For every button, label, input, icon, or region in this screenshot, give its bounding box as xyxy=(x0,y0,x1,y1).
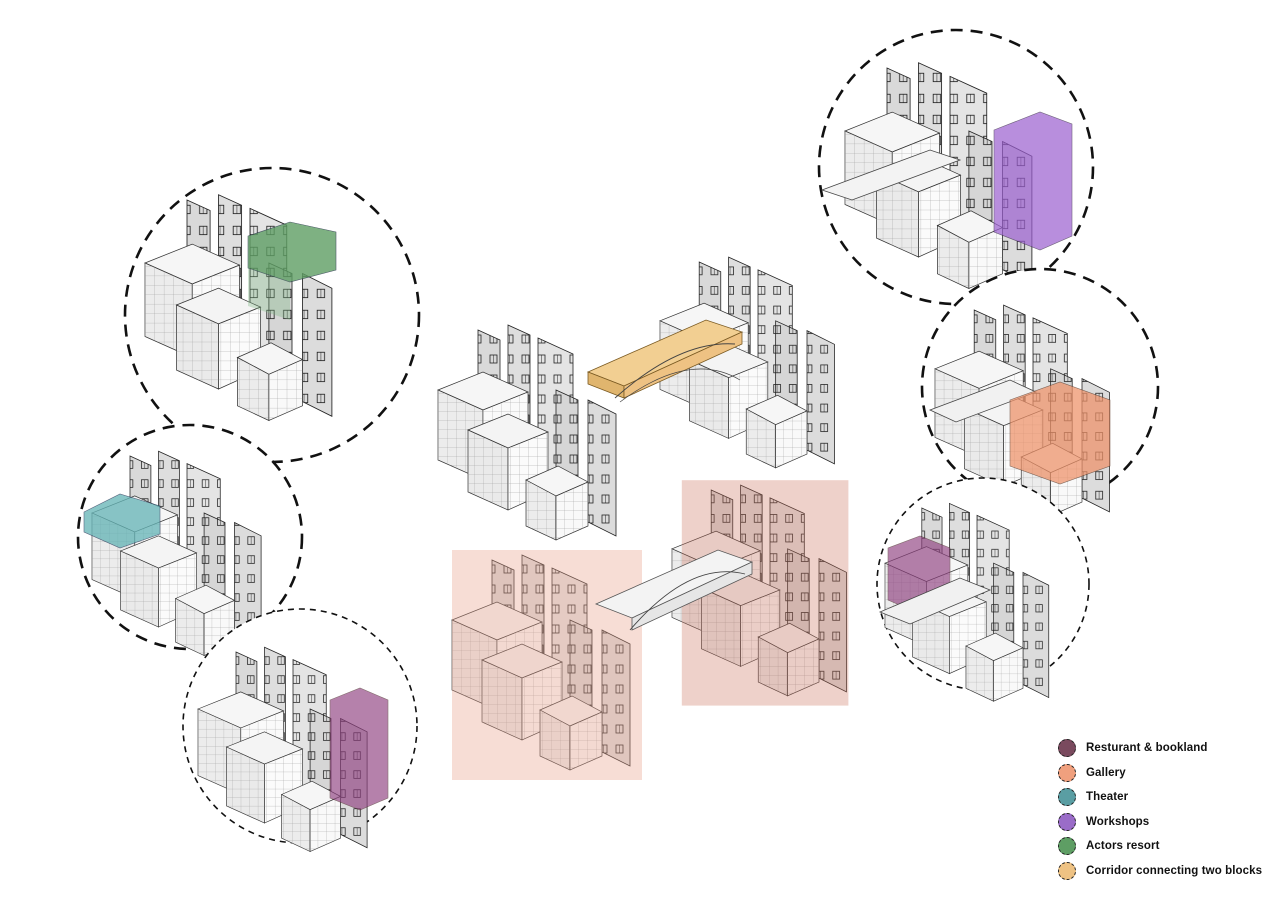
legend-item-theater: Theater xyxy=(1058,785,1273,810)
actors-resort-swatch-icon xyxy=(1058,837,1076,856)
detail-workshops xyxy=(817,28,1095,306)
gallery-swatch-icon xyxy=(1058,763,1076,782)
legend-label: Gallery xyxy=(1086,766,1126,779)
corridor-swatch-icon xyxy=(1058,861,1076,880)
restaurant-swatch-icon xyxy=(1058,739,1076,758)
legend-item-gallery: Gallery xyxy=(1058,761,1273,786)
legend-label: Resturant & bookland xyxy=(1086,742,1208,755)
detail-gallery xyxy=(920,267,1160,517)
legend-label: Theater xyxy=(1086,791,1129,804)
legend-item-corridor: Corridor connecting two blocks xyxy=(1058,859,1273,884)
legend-item-workshops: Workshops xyxy=(1058,810,1273,835)
legend-label: Actors resort xyxy=(1086,840,1160,853)
central-model-lower xyxy=(451,480,849,780)
detail-restaurant-right xyxy=(876,477,1090,702)
legend-item-restaurant: Resturant & bookland xyxy=(1058,736,1273,761)
legend: Resturant & bookland Gallery Theater Wor… xyxy=(1058,736,1273,883)
detail-actors-resort xyxy=(123,166,421,464)
central-model-upper xyxy=(437,256,835,541)
legend-label: Workshops xyxy=(1086,815,1150,828)
workshops-swatch-icon xyxy=(1058,812,1076,831)
theater-swatch-icon xyxy=(1058,788,1076,807)
corridor-bridge xyxy=(586,319,744,403)
legend-item-actors-resort: Actors resort xyxy=(1058,834,1273,859)
detail-theater xyxy=(76,423,304,656)
legend-label: Corridor connecting two blocks xyxy=(1086,864,1263,877)
detail-restaurant xyxy=(182,608,418,852)
